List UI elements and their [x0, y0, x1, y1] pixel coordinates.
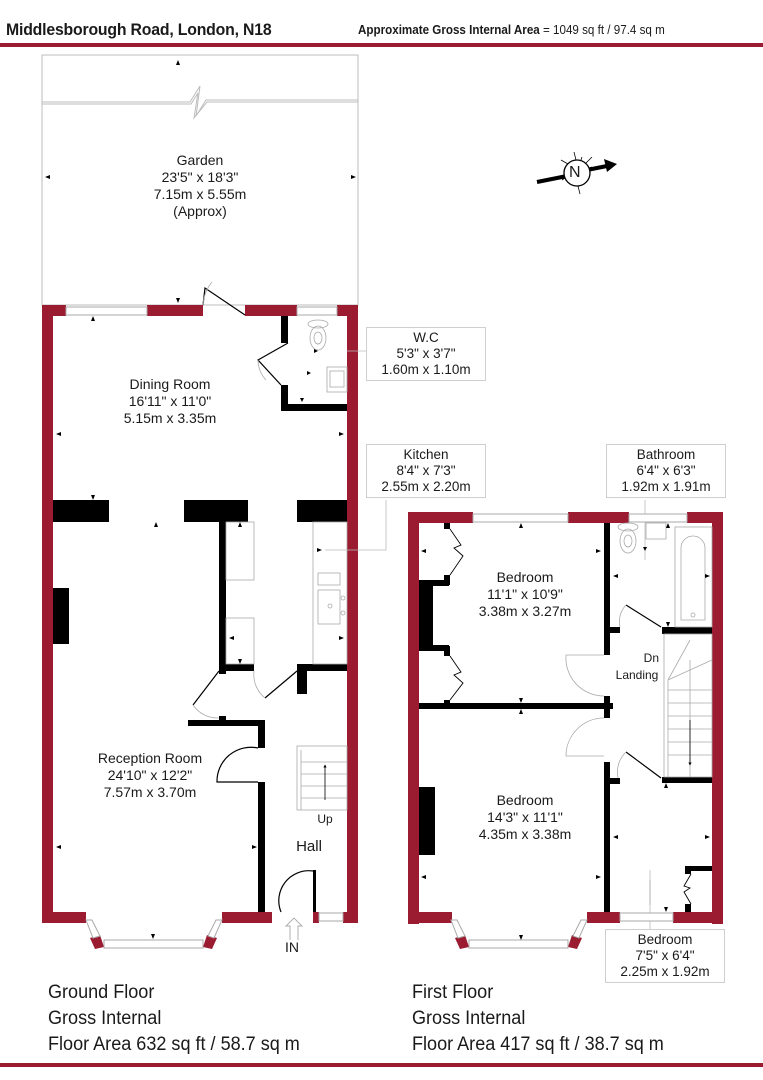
room-label-reception-room: Reception Room 24'10" x 12'2" 7.57m x 3.… — [97, 750, 203, 800]
room-label-bedroom-2: Bedroom 14'3" x 11'1" 4.35m x 3.38m — [478, 792, 572, 842]
stairs-down-label: Dn — [643, 651, 659, 665]
stairs-up-label: Up — [317, 812, 333, 826]
ground-floor-windows — [65, 306, 344, 949]
ground-floor-internal-walls — [53, 316, 347, 912]
gia-label: Approximate Gross Internal Area — [358, 23, 540, 37]
entrance-label: IN — [285, 939, 299, 955]
first-floor-title: First Floor — [412, 982, 494, 1003]
gia-value: = 1049 sq ft / 97.4 sq m — [542, 23, 665, 37]
compass-label: N — [569, 164, 581, 181]
wc-fixtures — [307, 319, 348, 393]
ground-floor-external-walls — [42, 305, 358, 949]
ground-floor-area: Floor Area 632 sq ft / 58.7 sq m — [48, 1034, 300, 1055]
room-label-wc: W.C 5'3" x 3'7" 1.60m x 1.10m — [366, 327, 486, 381]
north-arrow-icon — [536, 151, 617, 195]
landing-stairs — [663, 633, 713, 778]
ground-floor-title: Ground Floor — [48, 982, 155, 1003]
ground-floor-area-info: Ground Floor Gross Internal Floor Area 6… — [48, 980, 300, 1058]
gross-internal-area: Approximate Gross Internal Area = 1049 s… — [358, 23, 665, 37]
first-floor-area: Floor Area 417 sq ft / 38.7 sq m — [412, 1034, 664, 1055]
header-rule — [0, 43, 763, 47]
room-label-bedroom-3: Bedroom 7'5" x 6'4" 2.25m x 1.92m — [605, 929, 725, 983]
kitchen-fixtures — [225, 521, 348, 665]
footer-rule — [0, 1063, 763, 1067]
room-label-garden: Garden 23'5" x 18'3" 7.15m x 5.55m (Appr… — [153, 152, 247, 219]
room-label-kitchen: Kitchen 8'4" x 7'3" 2.55m x 2.20m — [366, 444, 486, 498]
hall-stairs — [296, 745, 348, 811]
header: Middlesborough Road, London, N18 Approxi… — [0, 0, 763, 46]
first-floor-external-walls — [408, 512, 723, 949]
room-label-bedroom-1: Bedroom 11'1" x 10'9" 3.38m x 3.27m — [478, 569, 572, 619]
entrance-arrow-icon — [284, 917, 304, 940]
first-floor-internal-walls — [419, 523, 712, 912]
first-floor-area-info: First Floor Gross Internal Floor Area 41… — [412, 980, 664, 1058]
room-label-landing: Landing — [615, 668, 659, 682]
room-label-hall: Hall — [296, 838, 322, 855]
room-label-dining-room: Dining Room 16'11" x 11'0" 5.15m x 3.35m — [123, 376, 217, 426]
first-floor-windows — [450, 513, 688, 949]
room-label-bathroom: Bathroom 6'4" x 6'3" 1.92m x 1.91m — [606, 444, 726, 498]
bathroom-fixtures — [617, 522, 713, 628]
property-address-title: Middlesborough Road, London, N18 — [6, 20, 272, 39]
